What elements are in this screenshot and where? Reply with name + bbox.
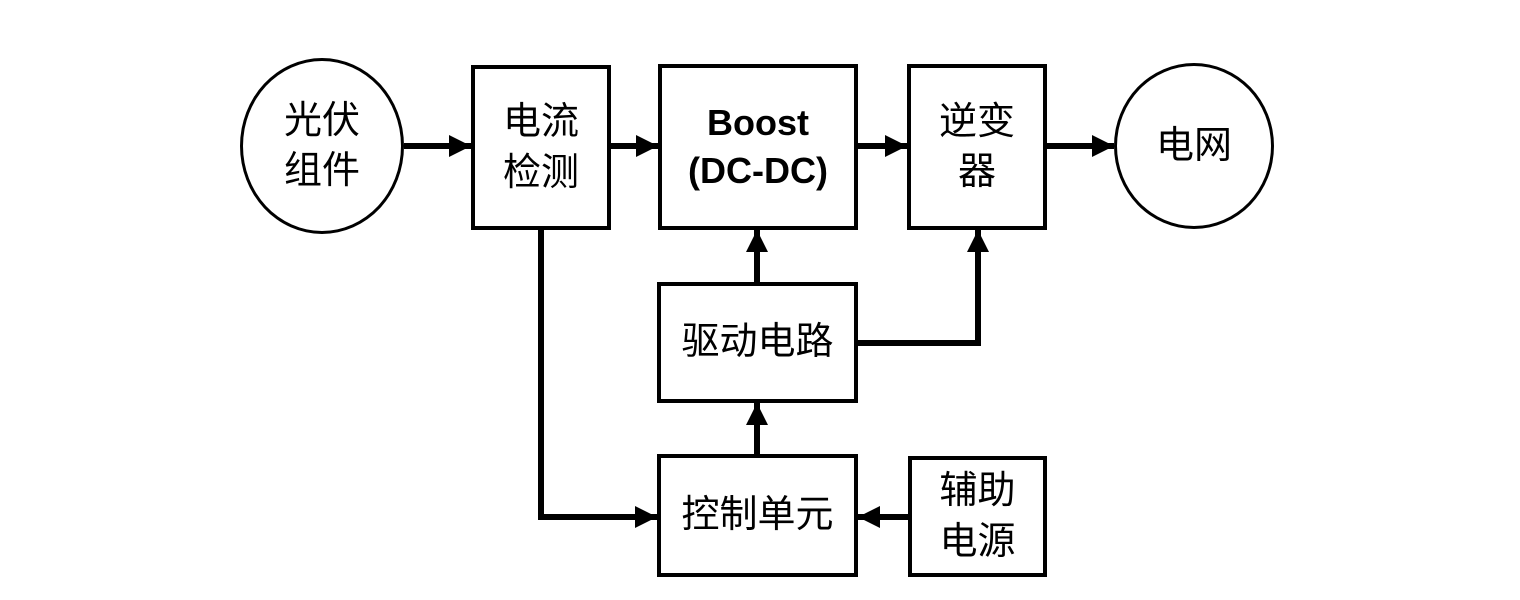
node-label: 辅助 — [939, 470, 1016, 513]
node-current-detection: 电流 检测 — [471, 65, 611, 230]
node-label: 控制单元 — [681, 494, 834, 537]
node-label: 电流 — [502, 101, 579, 144]
node-label: 驱动电路 — [681, 321, 834, 364]
node-grid: 电网 — [1114, 63, 1274, 229]
node-label: (DC-DC) — [688, 150, 828, 191]
node-label: 光伏 — [283, 99, 360, 142]
arrow-current-to-control — [538, 230, 657, 528]
node-label: 电网 — [1155, 124, 1232, 167]
node-aux-power: 辅助 电源 — [908, 456, 1047, 577]
arrow-drive-to-inverter — [858, 230, 989, 346]
node-label: 检测 — [502, 151, 579, 194]
node-label: 器 — [957, 151, 996, 193]
node-inverter: 逆变 器 — [907, 64, 1047, 230]
node-drive-circuit: 驱动电路 — [657, 282, 858, 403]
node-label: 逆变 — [938, 100, 1015, 143]
node-pv-module: 光伏 组件 — [240, 58, 404, 234]
node-label: 组件 — [283, 150, 360, 192]
node-label: 电源 — [939, 520, 1016, 563]
node-boost-dcdc: Boost (DC-DC) — [658, 64, 858, 230]
node-control-unit: 控制单元 — [657, 454, 858, 577]
node-label: Boost — [707, 102, 809, 144]
